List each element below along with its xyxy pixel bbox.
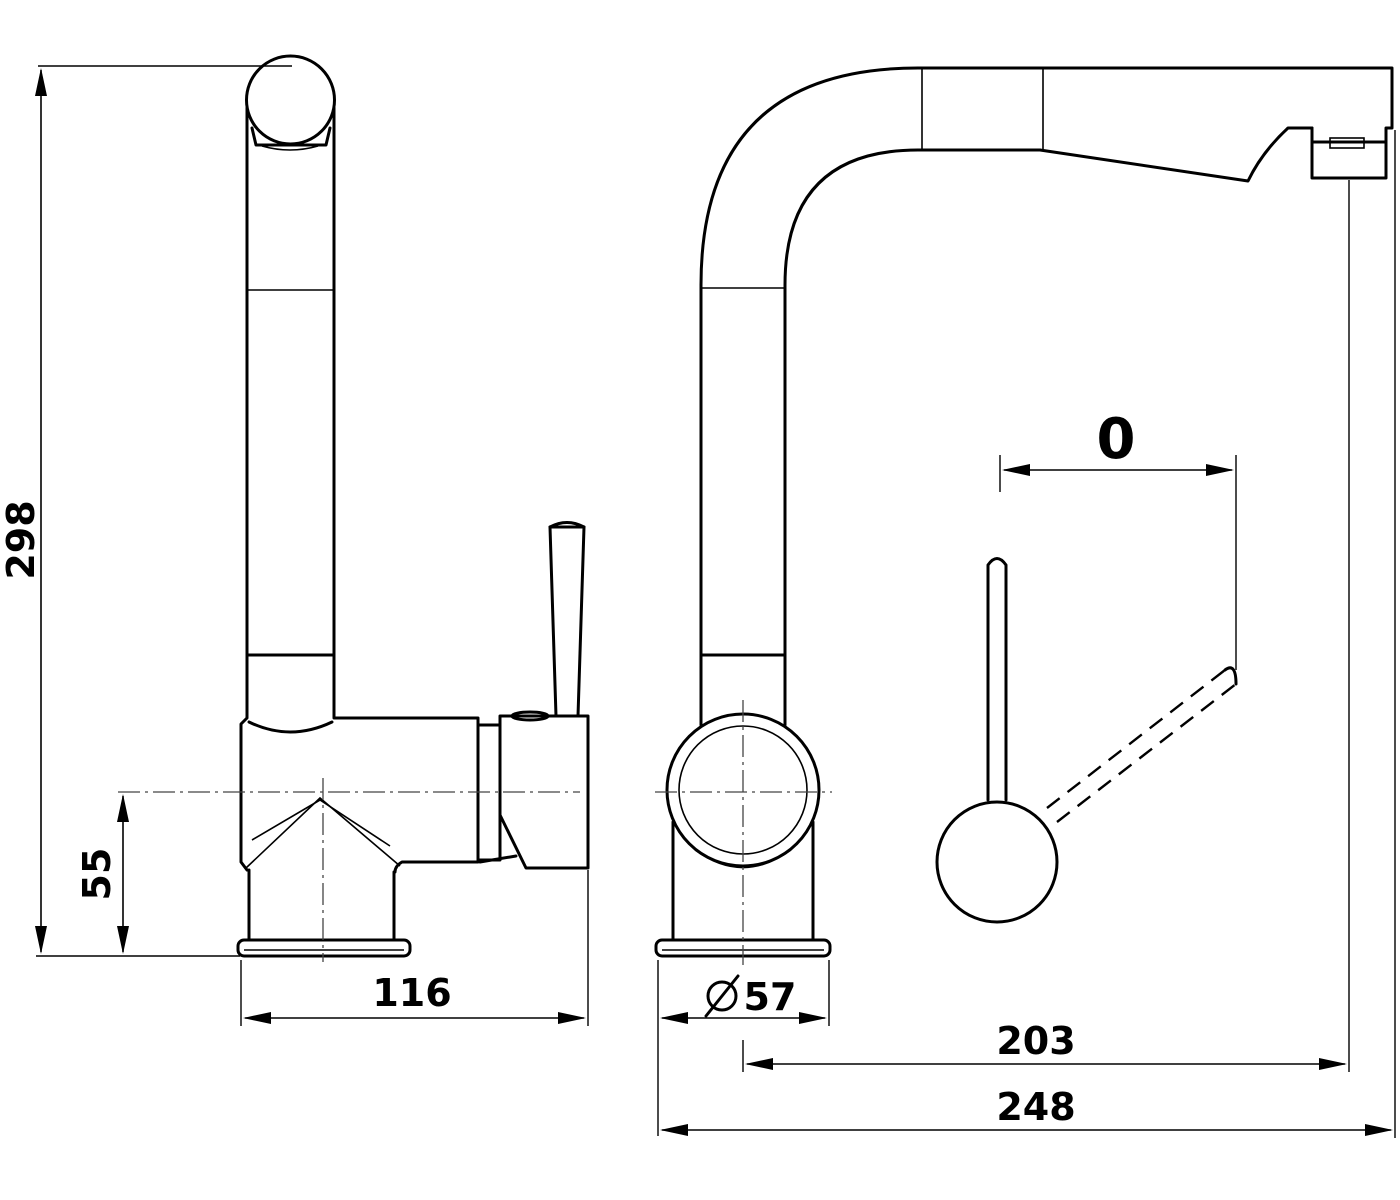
side-view	[118, 54, 590, 962]
lever-swing-path-lower	[1056, 683, 1237, 823]
mounting-base	[236, 868, 412, 958]
lever-swing-path-upper	[1046, 669, 1226, 809]
base-height-label: 55	[75, 848, 119, 901]
reach-dimension: 203	[742, 180, 1350, 1072]
spout-tube	[245, 54, 336, 657]
base-diameter-label: 57	[744, 975, 797, 1019]
total-length-dimension: 248	[660, 130, 1396, 1138]
lever-detail: 0	[935, 407, 1238, 924]
base-height-dimension: 55	[75, 794, 129, 954]
diameter-icon	[704, 974, 740, 1018]
reach-label: 203	[996, 1019, 1075, 1063]
front-view	[654, 66, 1394, 965]
total-length-label: 248	[996, 1085, 1075, 1129]
base-diameter-dimension: 57	[657, 960, 830, 1136]
total-height-dimension: 298	[0, 65, 292, 957]
total-height-label: 298	[0, 500, 43, 579]
mixer-body	[239, 653, 518, 874]
curved-spout	[699, 66, 1394, 727]
side-width-dimension: 116	[240, 870, 589, 1026]
mixer-lever	[498, 521, 590, 870]
lever-angle-label: 0	[1097, 407, 1136, 472]
lever-upright	[986, 557, 1008, 802]
side-width-label: 116	[372, 971, 451, 1015]
